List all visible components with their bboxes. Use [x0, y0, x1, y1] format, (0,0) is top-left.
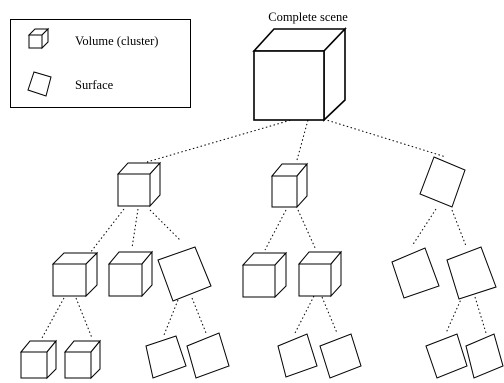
level3-surface-node [277, 333, 318, 378]
level2-surface-node [391, 247, 440, 299]
level2-volume-node [107, 250, 154, 298]
level2-volume-node [51, 251, 99, 298]
root-volume-cube [252, 27, 347, 122]
legend-frame [10, 19, 191, 108]
edge [445, 296, 463, 334]
edge [294, 295, 315, 334]
level2-volume-node [297, 250, 343, 298]
edge [296, 119, 309, 161]
legend-volume-label: Volume (cluster) [75, 34, 158, 48]
level3-volume-node [63, 339, 102, 380]
tree-edges [41, 117, 487, 339]
edge [149, 209, 181, 241]
root-label: Complete scene [268, 10, 348, 24]
level2-surface-node [446, 246, 497, 300]
edge [191, 297, 207, 334]
level1-volume-node [270, 162, 309, 209]
legend-surface-label: Surface [75, 78, 114, 92]
edge [474, 296, 487, 334]
edge [297, 209, 317, 251]
level1-volume-node [116, 161, 162, 208]
edge [163, 299, 179, 336]
level2-surface-node [157, 246, 212, 302]
level3-surface-node [319, 333, 362, 379]
edge [89, 208, 125, 254]
legend: Volume (cluster) Surface [10, 19, 191, 108]
legend-volume-icon [27, 27, 50, 50]
edge [451, 209, 467, 247]
edge [411, 208, 437, 247]
edge [319, 117, 447, 158]
level2-volume-node [241, 251, 288, 299]
edge [146, 117, 299, 163]
level3-surface-node [186, 332, 230, 379]
level3-surface-node [145, 335, 187, 379]
level1-surface-node [419, 156, 466, 208]
edge [41, 297, 65, 339]
legend-surface-icon [27, 71, 52, 97]
edge [321, 296, 338, 334]
level3-surface-node [425, 333, 468, 379]
edge [131, 208, 139, 249]
level3-surface-node [465, 333, 504, 379]
edge [75, 297, 93, 339]
level3-volume-node [19, 339, 58, 380]
edge [264, 209, 287, 251]
